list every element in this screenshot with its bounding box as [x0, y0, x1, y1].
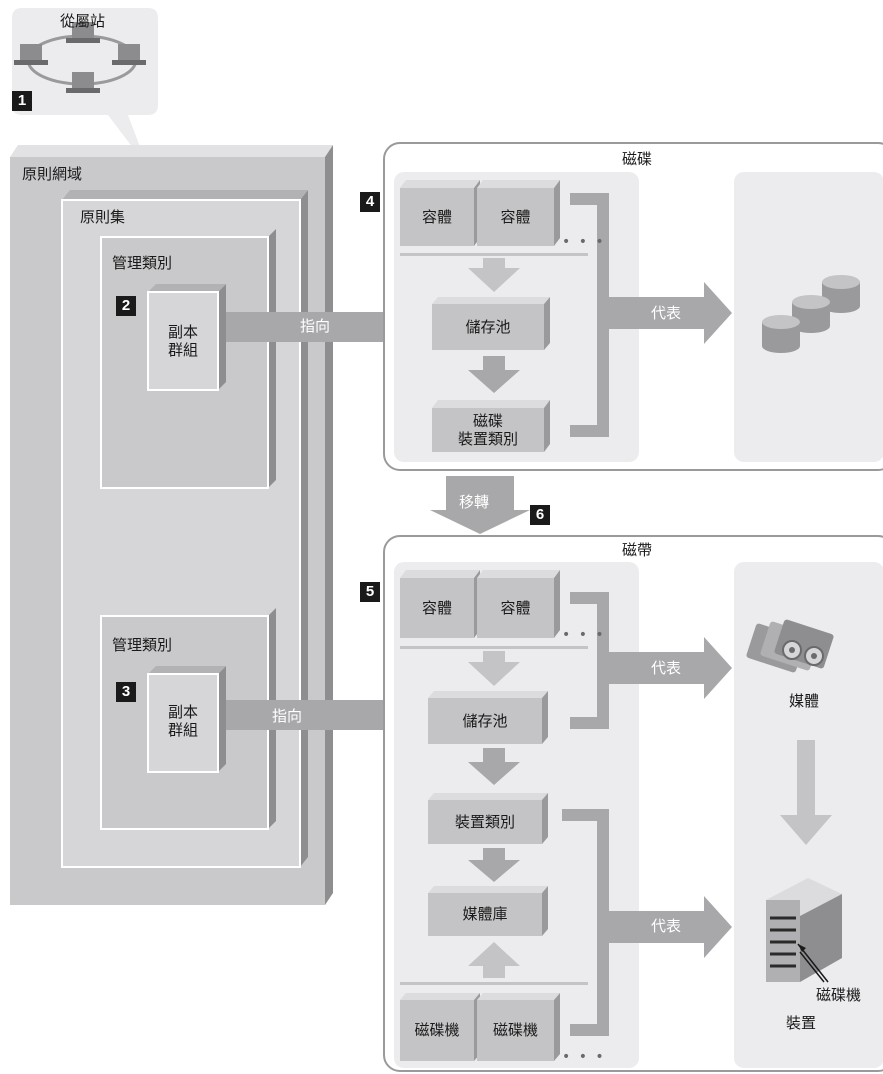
tape-library-label: 媒體庫: [462, 905, 508, 923]
network-ring-icon: [14, 22, 146, 93]
tape-library-icon: [766, 878, 842, 983]
tape-down-arrow-2: [468, 748, 520, 785]
disk-represents-label: 代表: [651, 304, 682, 322]
disk-storage-pool-box: [432, 297, 550, 350]
tape-drive-box-1: [400, 993, 480, 1061]
points-to-arrow-2: [226, 685, 432, 746]
tape-down-arrow-3: [468, 848, 520, 882]
disk-volume-label-2: 容體: [500, 208, 531, 226]
tape-volume-box-2: [477, 570, 560, 638]
tape-more-dots: • • •: [562, 627, 606, 643]
tape-volume-label-2: 容體: [500, 599, 531, 617]
badge-2: 2: [116, 296, 136, 316]
badge-5: 5: [360, 582, 380, 602]
disk-more-dots: • • •: [562, 234, 606, 250]
points-to-arrow-1: [226, 296, 432, 358]
media-label: 媒體: [789, 692, 820, 710]
disk-volume-box-2: [477, 180, 560, 246]
badge-3: 3: [116, 682, 136, 702]
tape-device-represents-label: 代表: [651, 917, 682, 935]
policy-set-label: 原則集: [80, 208, 126, 226]
migrate-label: 移轉: [459, 493, 490, 511]
tape-media-represents-arrow: [603, 637, 732, 699]
tape-device-class-label: 裝置類別: [454, 813, 515, 831]
tape-device-class-box: [428, 793, 548, 844]
disk-stack-icon: [762, 275, 860, 353]
disk-represents-arrow: [603, 282, 732, 344]
drive-callout-label: 磁碟機: [816, 986, 862, 1004]
tape-down-arrow-1: [468, 651, 520, 686]
badge-6: 6: [530, 505, 550, 525]
tape-device-represents-arrow: [603, 896, 732, 958]
copy-group-box-2: [147, 666, 226, 773]
tape-library-box: [428, 886, 548, 936]
tape-cartridge-icon: [746, 619, 834, 673]
copy-group-label-2: 副本 群組: [167, 703, 198, 739]
points-to-label-2: 指向: [272, 707, 303, 725]
migrate-arrow: [430, 476, 530, 534]
workstation-callout: [12, 8, 158, 172]
tape-storage-pool-box: [428, 691, 548, 744]
tape-title: 磁帶: [622, 541, 653, 559]
disk-title: 磁碟: [622, 150, 653, 168]
disk-down-arrow-1: [468, 258, 520, 292]
disk-volume-label-1: 容體: [421, 208, 452, 226]
tape-drive-box-2: [477, 993, 560, 1061]
tape-storage-pool-label: 儲存池: [462, 712, 508, 730]
disk-device-class-box: [432, 400, 550, 452]
tape-volume-label-1: 容體: [421, 599, 452, 617]
disk-device-class-label: 磁碟 裝置類別: [457, 412, 518, 448]
device-label: 裝置: [786, 1014, 817, 1032]
disk-storage-pool-label: 儲存池: [465, 318, 511, 336]
points-to-label-1: 指向: [300, 317, 331, 335]
tape-drive-label-2: 磁碟機: [492, 1021, 538, 1039]
tape-media-represents-label: 代表: [651, 659, 682, 677]
management-class-label-1: 管理類別: [112, 254, 173, 272]
management-class-label-2: 管理類別: [112, 636, 173, 654]
tape-drive-more-dots: • • •: [562, 1049, 606, 1065]
workstations-label: 從屬站: [60, 12, 106, 30]
badge-4: 4: [360, 192, 380, 212]
tape-up-arrow: [468, 942, 520, 978]
media-to-device-arrow: [780, 740, 832, 845]
policy-domain-label: 原則網域: [22, 165, 83, 183]
tape-drive-label-1: 磁碟機: [414, 1021, 460, 1039]
copy-group-box-1: [147, 284, 226, 391]
disk-down-arrow-2: [468, 356, 520, 393]
copy-group-label-1: 副本 群組: [167, 323, 198, 359]
badge-1: 1: [12, 91, 32, 111]
